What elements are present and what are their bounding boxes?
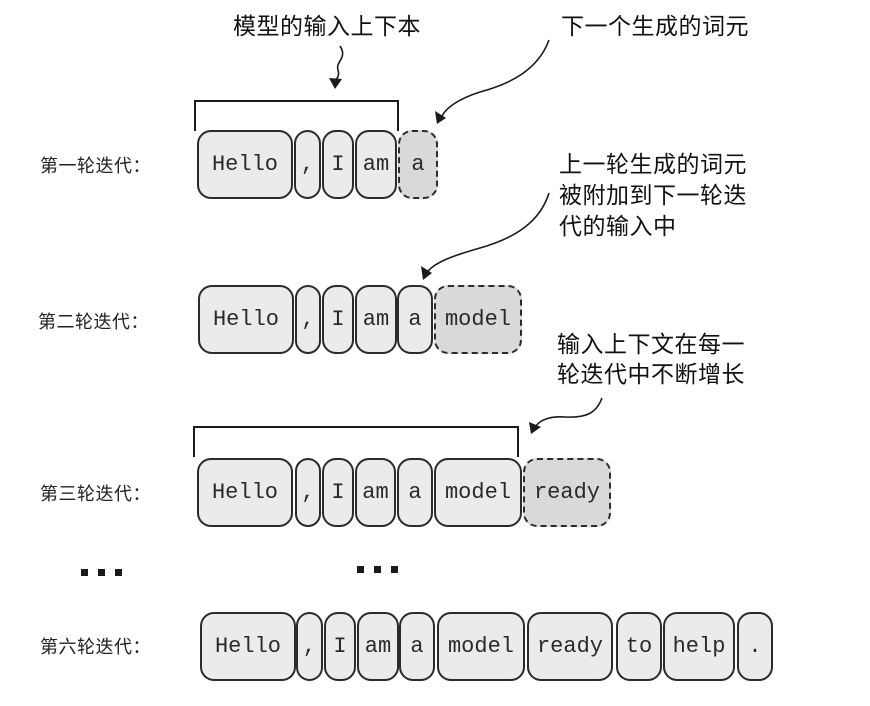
token-box: , (294, 130, 321, 199)
token-box: model (434, 458, 522, 527)
token-box: a (397, 285, 433, 354)
arrow-context-to-bracket (334, 45, 344, 81)
token-box: am (357, 612, 399, 681)
callout-line: 下一个生成的词元 (561, 14, 749, 40)
ellipsis-dot (357, 566, 364, 573)
ellipsis-dot (374, 566, 381, 573)
context-bracket-row-1 (194, 100, 399, 131)
token-box: am (355, 458, 396, 527)
callout-line: 轮迭代中不断增长 (557, 362, 745, 388)
token-box: I (322, 130, 354, 199)
row-label-iteration-3: 第三轮迭代： (40, 484, 151, 505)
token-box: , (296, 612, 323, 681)
token-box: model (437, 612, 525, 681)
callout-line: 被附加到下一轮迭 (559, 183, 747, 209)
callout-prev-token-appended: 上一轮生成的词元 被附加到下一轮迭 代的输入中 (559, 150, 747, 243)
ellipsis-dot (98, 569, 105, 576)
token-box: help (663, 612, 735, 681)
arrowhead-context (329, 78, 342, 89)
token-box: ready (527, 612, 613, 681)
token-box: Hello (198, 285, 294, 354)
callout-context-grows: 输入上下文在每一 轮迭代中不断增长 (557, 330, 745, 390)
token-box: Hello (197, 458, 293, 527)
token-box: I (324, 612, 356, 681)
arrowhead-next-token (435, 111, 446, 124)
token-box-new: a (398, 130, 438, 199)
token-box: a (397, 458, 433, 527)
ellipsis-center (357, 566, 398, 573)
arrowhead-prev-token (421, 266, 432, 280)
token-box: Hello (197, 130, 293, 199)
callout-line: 模型的输入上下本 (233, 14, 421, 40)
ellipsis-left (81, 569, 122, 576)
callout-line: 上一轮生成的词元 (559, 152, 747, 178)
ellipsis-dot (115, 569, 122, 576)
arrowhead-context-grows (529, 422, 541, 434)
token-box: to (616, 612, 662, 681)
callout-next-generated-token: 下一个生成的词元 (561, 12, 749, 42)
arrow-context-grows (535, 397, 603, 427)
row-label-iteration-2: 第二轮迭代： (38, 312, 149, 333)
token-box: . (737, 612, 773, 681)
ellipsis-dot (391, 566, 398, 573)
token-box: am (355, 130, 397, 199)
arrow-next-token (441, 39, 550, 117)
context-bracket-row-3 (193, 426, 519, 457)
token-box: a (399, 612, 435, 681)
token-box: , (295, 285, 321, 354)
row-label-iteration-6: 第六轮迭代： (40, 637, 151, 658)
token-box: I (322, 458, 354, 527)
arrow-prev-token-appended (427, 192, 550, 272)
row-label-iteration-1: 第一轮迭代： (40, 156, 151, 177)
token-box: , (295, 458, 321, 527)
ellipsis-dot (81, 569, 88, 576)
token-box: am (355, 285, 397, 354)
token-box: I (322, 285, 354, 354)
callout-line: 代的输入中 (559, 214, 677, 240)
callout-line: 输入上下文在每一 (557, 332, 745, 358)
token-box-new: model (434, 285, 522, 354)
token-box: Hello (200, 612, 296, 681)
token-box-new: ready (523, 458, 611, 527)
callout-model-input-context: 模型的输入上下本 (233, 12, 421, 42)
